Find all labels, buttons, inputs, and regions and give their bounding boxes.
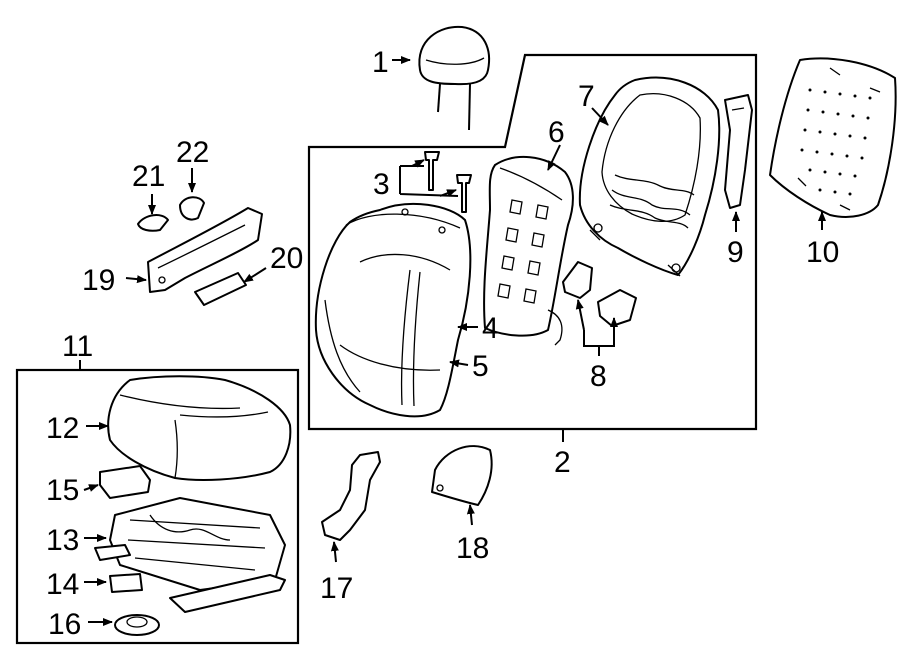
callout-16: 16 xyxy=(48,608,81,641)
seat-frame-part[interactable] xyxy=(94,497,286,613)
side-trim-part[interactable] xyxy=(724,94,753,209)
callout-10: 10 xyxy=(806,236,839,269)
callout-8: 8 xyxy=(590,360,607,393)
back-panel-part[interactable] xyxy=(769,57,897,218)
leader-6 xyxy=(547,144,561,171)
callout-19: 19 xyxy=(82,264,115,297)
callout-1: 1 xyxy=(372,46,389,79)
callout-13: 13 xyxy=(46,524,79,557)
seat-cushion-part[interactable] xyxy=(107,375,292,481)
callout-20: 20 xyxy=(270,242,303,275)
leader-7 xyxy=(591,107,609,126)
callout-9: 9 xyxy=(727,236,744,269)
callout-5: 5 xyxy=(472,350,489,383)
leader-15 xyxy=(83,484,99,492)
leader-3b xyxy=(439,189,457,197)
leader-18 xyxy=(466,504,475,526)
callout-18: 18 xyxy=(456,532,489,565)
handle-part[interactable] xyxy=(321,451,381,541)
knob-22-part[interactable] xyxy=(179,196,205,221)
knob-21-part[interactable] xyxy=(137,214,169,232)
callout-11: 11 xyxy=(62,330,93,363)
callout-7: 7 xyxy=(578,80,595,113)
leader-19 xyxy=(125,275,147,284)
side-shield-part[interactable] xyxy=(147,207,263,293)
headrest-guide-part[interactable] xyxy=(424,151,472,213)
callout-2: 2 xyxy=(554,446,571,479)
headrest-part[interactable] xyxy=(418,25,490,131)
callout-3: 3 xyxy=(373,168,390,201)
leader-20 xyxy=(243,267,267,283)
callout-14: 14 xyxy=(46,568,79,601)
cover-part[interactable] xyxy=(431,445,493,506)
callout-4: 4 xyxy=(482,312,499,345)
switch-part[interactable] xyxy=(194,272,247,306)
seat-back-frame-part[interactable] xyxy=(578,76,721,277)
leader-5 xyxy=(449,359,469,368)
part-8-bracket xyxy=(583,330,615,356)
seat-back-pad-part[interactable] xyxy=(483,155,574,346)
leader-3a xyxy=(411,159,425,168)
leader-17 xyxy=(330,541,339,563)
callout-22: 22 xyxy=(176,136,209,169)
seat-cushion-group-box xyxy=(15,368,300,645)
callout-6: 6 xyxy=(548,116,565,149)
pad-part[interactable] xyxy=(109,573,143,593)
module-part[interactable] xyxy=(99,465,151,499)
callout-21: 21 xyxy=(132,160,165,193)
seat-back-group-box xyxy=(307,53,758,431)
callout-12: 12 xyxy=(46,412,79,445)
bracket-part[interactable] xyxy=(562,261,637,327)
leader-8a xyxy=(575,299,585,331)
callout-17: 17 xyxy=(320,572,353,605)
motor-part[interactable] xyxy=(114,614,160,636)
callout-15: 15 xyxy=(46,474,79,507)
seat-back-cover-part[interactable] xyxy=(314,203,472,418)
